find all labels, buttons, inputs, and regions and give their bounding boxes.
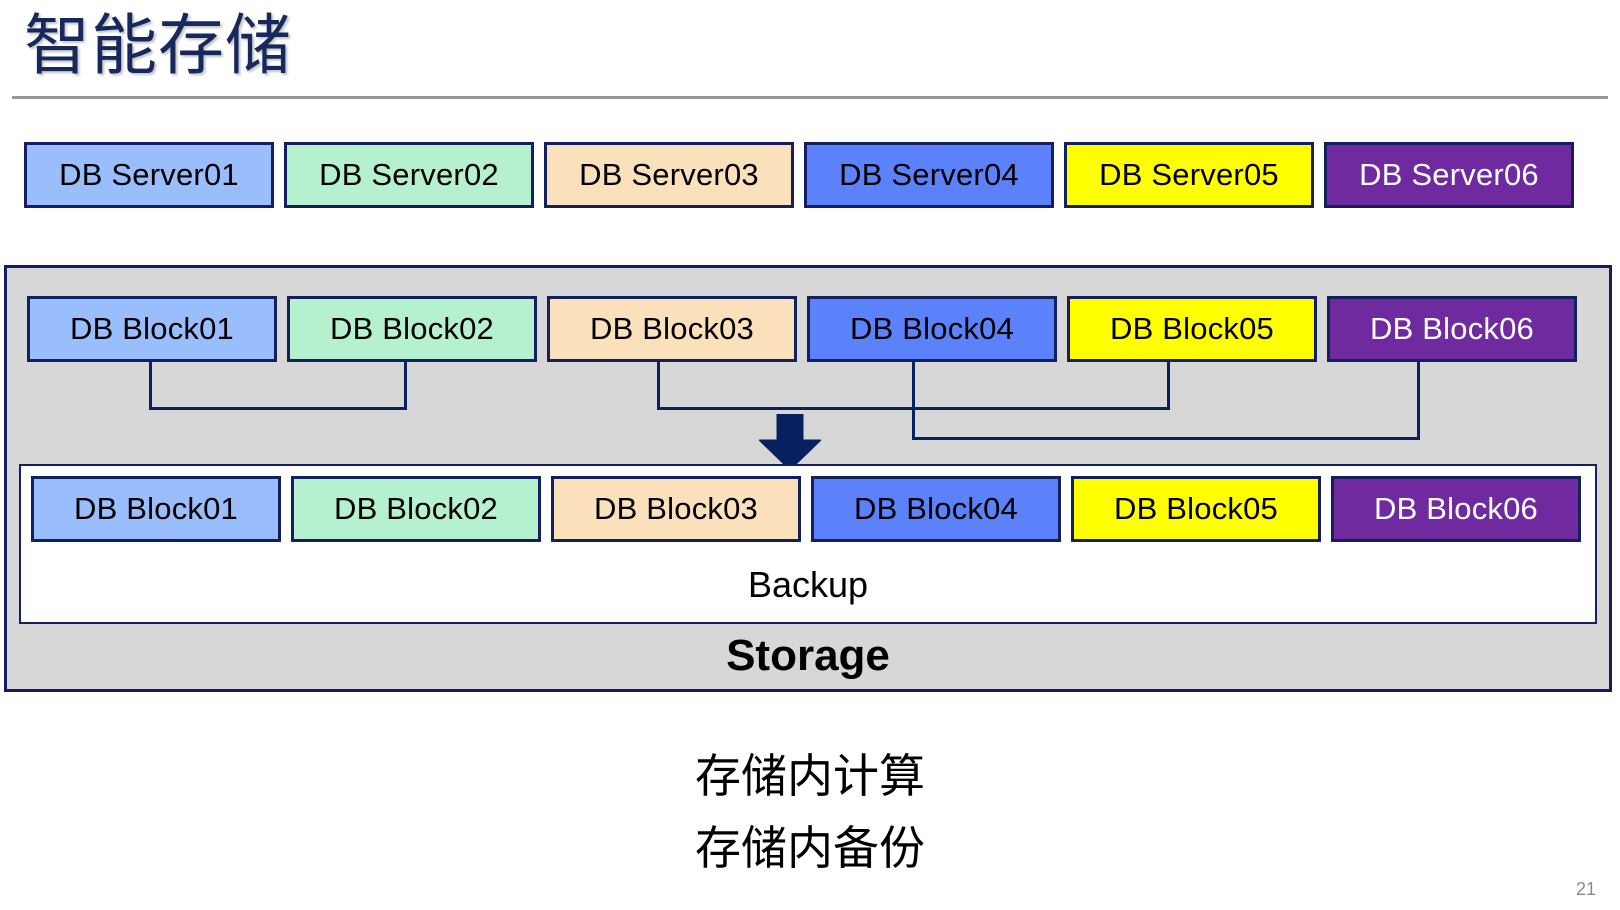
backup-block-label: DB Block03 <box>594 491 758 526</box>
db-server-label: DB Server05 <box>1099 157 1279 192</box>
page-number: 21 <box>1575 879 1596 899</box>
db-server-box-2[interactable]: DB Server02 <box>284 142 534 208</box>
connector-b-left-vertical <box>657 362 660 410</box>
down-arrow-icon <box>759 414 821 470</box>
db-server-box-4[interactable]: DB Server04 <box>804 142 1054 208</box>
db-block-label: DB Block06 <box>1370 311 1534 346</box>
db-block-box-5[interactable]: DB Block05 <box>1067 296 1317 362</box>
connector-a-right-vertical <box>404 362 407 410</box>
db-block-box-2[interactable]: DB Block02 <box>287 296 537 362</box>
db-server-box-1[interactable]: DB Server01 <box>24 142 274 208</box>
backup-block-box-1[interactable]: DB Block01 <box>31 476 281 542</box>
backup-block-label: DB Block01 <box>74 491 238 526</box>
backup-container: DB Block01 DB Block02 DB Block03 DB Bloc… <box>19 464 1597 624</box>
backup-block-box-6[interactable]: DB Block06 <box>1331 476 1581 542</box>
connector-d-left-vertical <box>912 407 915 440</box>
connector-b-right-vertical <box>912 362 915 410</box>
page-title: 智能存储 <box>24 8 292 82</box>
title-divider <box>12 96 1608 99</box>
db-server-label: DB Server01 <box>59 157 239 192</box>
db-block-box-4[interactable]: DB Block04 <box>807 296 1057 362</box>
db-server-box-6[interactable]: DB Server06 <box>1324 142 1574 208</box>
db-server-box-5[interactable]: DB Server05 <box>1064 142 1314 208</box>
backup-block-label: DB Block05 <box>1114 491 1278 526</box>
connector-a-left-vertical <box>149 362 152 410</box>
db-block-label: DB Block01 <box>70 311 234 346</box>
connector-d-right-vertical <box>1417 362 1420 440</box>
backup-block-box-2[interactable]: DB Block02 <box>291 476 541 542</box>
db-block-label: DB Block02 <box>330 311 494 346</box>
db-block-label: DB Block04 <box>850 311 1014 346</box>
db-block-label: DB Block05 <box>1110 311 1274 346</box>
backup-block-label: DB Block02 <box>334 491 498 526</box>
db-server-label: DB Server03 <box>579 157 759 192</box>
backup-block-box-5[interactable]: DB Block05 <box>1071 476 1321 542</box>
connector-c-horizontal <box>912 407 1170 410</box>
db-server-label: DB Server02 <box>319 157 499 192</box>
storage-panel: DB Block01 DB Block02 DB Block03 DB Bloc… <box>4 265 1612 692</box>
db-server-label: DB Server04 <box>839 157 1019 192</box>
backup-block-label: DB Block04 <box>854 491 1018 526</box>
connector-b-horizontal <box>657 407 915 410</box>
db-block-box-6[interactable]: DB Block06 <box>1327 296 1577 362</box>
backup-block-box-4[interactable]: DB Block04 <box>811 476 1061 542</box>
db-block-label: DB Block03 <box>590 311 754 346</box>
storage-label: Storage <box>726 631 890 680</box>
backup-label: Backup <box>747 564 869 605</box>
backup-block-box-3[interactable]: DB Block03 <box>551 476 801 542</box>
caption-in-storage-backup: 存储内备份 <box>695 822 925 874</box>
db-block-box-1[interactable]: DB Block01 <box>27 296 277 362</box>
backup-block-label: DB Block06 <box>1374 491 1538 526</box>
caption-in-storage-compute: 存储内计算 <box>695 750 925 802</box>
db-server-label: DB Server06 <box>1359 157 1539 192</box>
db-server-box-3[interactable]: DB Server03 <box>544 142 794 208</box>
connector-c-left-vertical <box>1167 362 1170 410</box>
connector-d-horizontal <box>912 437 1420 440</box>
connector-a-horizontal <box>149 407 407 410</box>
db-block-box-3[interactable]: DB Block03 <box>547 296 797 362</box>
